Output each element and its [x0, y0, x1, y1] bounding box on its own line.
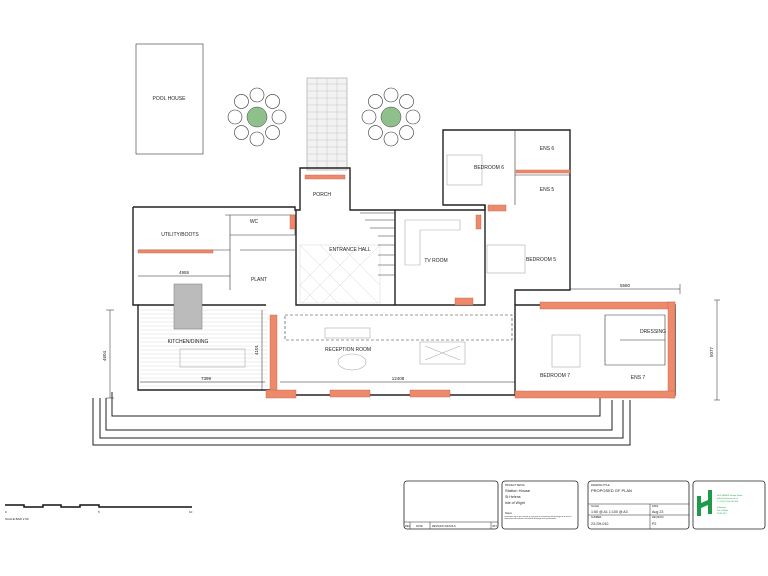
company-address-line: 6 Wootton	[717, 506, 726, 509]
project-detail-box: PROJECT DETAIL Station House St Helens I…	[501, 480, 579, 530]
company-logo	[697, 490, 712, 516]
new-walls	[137, 169, 676, 399]
tree-cluster-right	[361, 87, 421, 147]
company-box: HOK HEWER Design Studio hello@hok-hewer.…	[692, 480, 766, 530]
kitchen-island	[173, 283, 203, 330]
date-value: Aug 23	[652, 510, 663, 514]
dining-table	[179, 348, 246, 368]
room-label-ens-6: ENS 6	[540, 146, 555, 152]
tree-canopy	[368, 125, 383, 140]
drawing-title: PROPOSED GF PLAN	[591, 488, 632, 493]
dimension-4101: 4101	[254, 344, 259, 355]
room-label-tv-room: TV ROOM	[424, 258, 447, 264]
company-name: HOK HEWER Design Studio	[717, 494, 743, 497]
dimension-5077: 5077	[709, 346, 714, 357]
tree-canopy	[249, 87, 265, 103]
tree-cluster-left	[227, 87, 287, 147]
drawing-title-label: DRAWING TITLE	[591, 484, 610, 487]
scale-tick-0: 0	[5, 510, 7, 514]
room-label-porch: PORCH	[313, 192, 331, 198]
date-column-header: DATE	[416, 524, 423, 528]
revision-label: REVISION	[652, 516, 664, 519]
status-label: Status	[505, 512, 513, 515]
revision-box: REV DATE REVISION DETAILS INIT	[403, 480, 499, 530]
bed-6	[446, 154, 483, 186]
room-label-bedroom-5: BEDROOM 5	[526, 257, 556, 263]
tree-canopy	[399, 125, 414, 140]
reception-sofa	[324, 327, 371, 371]
tree-canopy	[227, 109, 243, 125]
room-label-bedroom-6: BEDROOM 6	[474, 165, 504, 171]
scale-bar: 0 5 10 SCALE BAR 1:50	[5, 504, 193, 521]
scale-tick-10: 10	[189, 510, 193, 514]
dimension-4955: 4955	[179, 270, 190, 275]
project-note: Dimensions are to be checked on site pri…	[504, 516, 572, 521]
room-label-ens-7: ENS 7	[631, 375, 646, 381]
scale-value: 1:50 @ A1 1:100 @ A3	[591, 510, 628, 514]
tree-canopy	[249, 131, 265, 147]
tree-canopy	[271, 109, 287, 125]
number-label: NUMBER	[591, 516, 602, 519]
room-label-utility: UTILITY/BOOTS	[161, 232, 199, 238]
dimension-12408: 12408	[392, 376, 405, 381]
init-column-header: INIT	[492, 524, 497, 528]
pool-house	[135, 43, 204, 155]
room-label-reception: RECEPTION ROOM	[325, 347, 371, 353]
project-region: Isle of Wight	[505, 501, 525, 505]
terrace-outline	[92, 392, 631, 446]
room-label-kitchen: KITCHEN/DINING	[168, 339, 209, 345]
company-phone: T: +44 (0) 7900 000 000	[717, 501, 739, 503]
date-label: DATE	[652, 505, 659, 508]
dimension-lines	[106, 275, 720, 401]
room-label-entrance-hall: ENTRANCE HALL	[329, 247, 371, 253]
room-label-wc: WC	[250, 219, 259, 225]
tree-canopy	[405, 109, 421, 125]
scale-bar-label: SCALE BAR 1:50	[5, 517, 29, 521]
tree-canopy	[383, 131, 399, 147]
bed-7	[551, 334, 581, 368]
bed-5	[486, 244, 526, 274]
company-address-line: Isle of Wight	[717, 509, 728, 512]
staircase	[360, 212, 395, 276]
tree-canopy	[383, 87, 399, 103]
drawing-info-box: DRAWING TITLE PROPOSED GF PLAN SCALE 1:5…	[587, 480, 690, 530]
dimension-5580: 5580	[620, 283, 631, 288]
room-label-pool-house: POOL HOUSE	[153, 96, 187, 102]
tree-canopy	[399, 94, 414, 109]
company-address-line: PO33 4XX	[717, 513, 727, 515]
project-heading: PROJECT DETAIL	[505, 484, 526, 487]
pool-table	[419, 341, 466, 365]
room-label-ens-5: ENS 5	[540, 187, 555, 193]
project-name: Station House	[505, 488, 531, 493]
walls	[132, 129, 676, 396]
scale-label: SCALE	[591, 505, 599, 508]
tree-canopy	[265, 125, 280, 140]
tree-canopy	[234, 125, 249, 140]
dimension-4604: 4604	[102, 350, 107, 361]
room-label-bedroom-7: BEDROOM 7	[540, 373, 570, 379]
details-column-header: REVISION DETAILS	[432, 524, 456, 528]
dimension-7399: 7399	[201, 376, 212, 381]
drawing-number: 23-SH-010	[591, 522, 608, 526]
room-label-plant: PLANT	[251, 277, 267, 283]
tree-canopy	[234, 94, 249, 109]
entrance-hall-tiles	[299, 244, 381, 304]
tree-canopy	[265, 94, 280, 109]
scale-tick-5: 5	[98, 510, 100, 514]
rev-column-header: REV	[405, 524, 411, 528]
tree-canopy	[368, 94, 383, 109]
kitchen-floorboards	[140, 309, 268, 387]
sofa	[404, 219, 461, 266]
tree-canopy	[361, 109, 377, 125]
paved-path	[306, 77, 348, 171]
revision-value: P2	[652, 522, 656, 526]
room-label-dressing: DRESSING	[640, 329, 666, 335]
project-location: St Helens	[505, 495, 521, 499]
company-email: hello@hok-hewer.co.uk	[717, 498, 738, 500]
